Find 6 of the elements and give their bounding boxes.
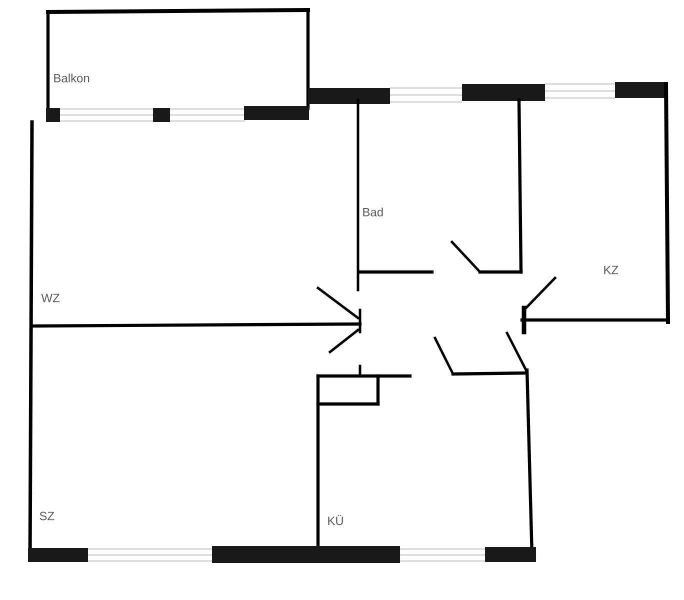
room-label: Bad [363,208,383,216]
room-label: WZ [41,294,60,302]
room-label: SZ [40,512,54,520]
room-label: Balkon [54,74,90,82]
room-label: KZ [604,266,618,274]
room-label: KÜ [328,514,343,526]
